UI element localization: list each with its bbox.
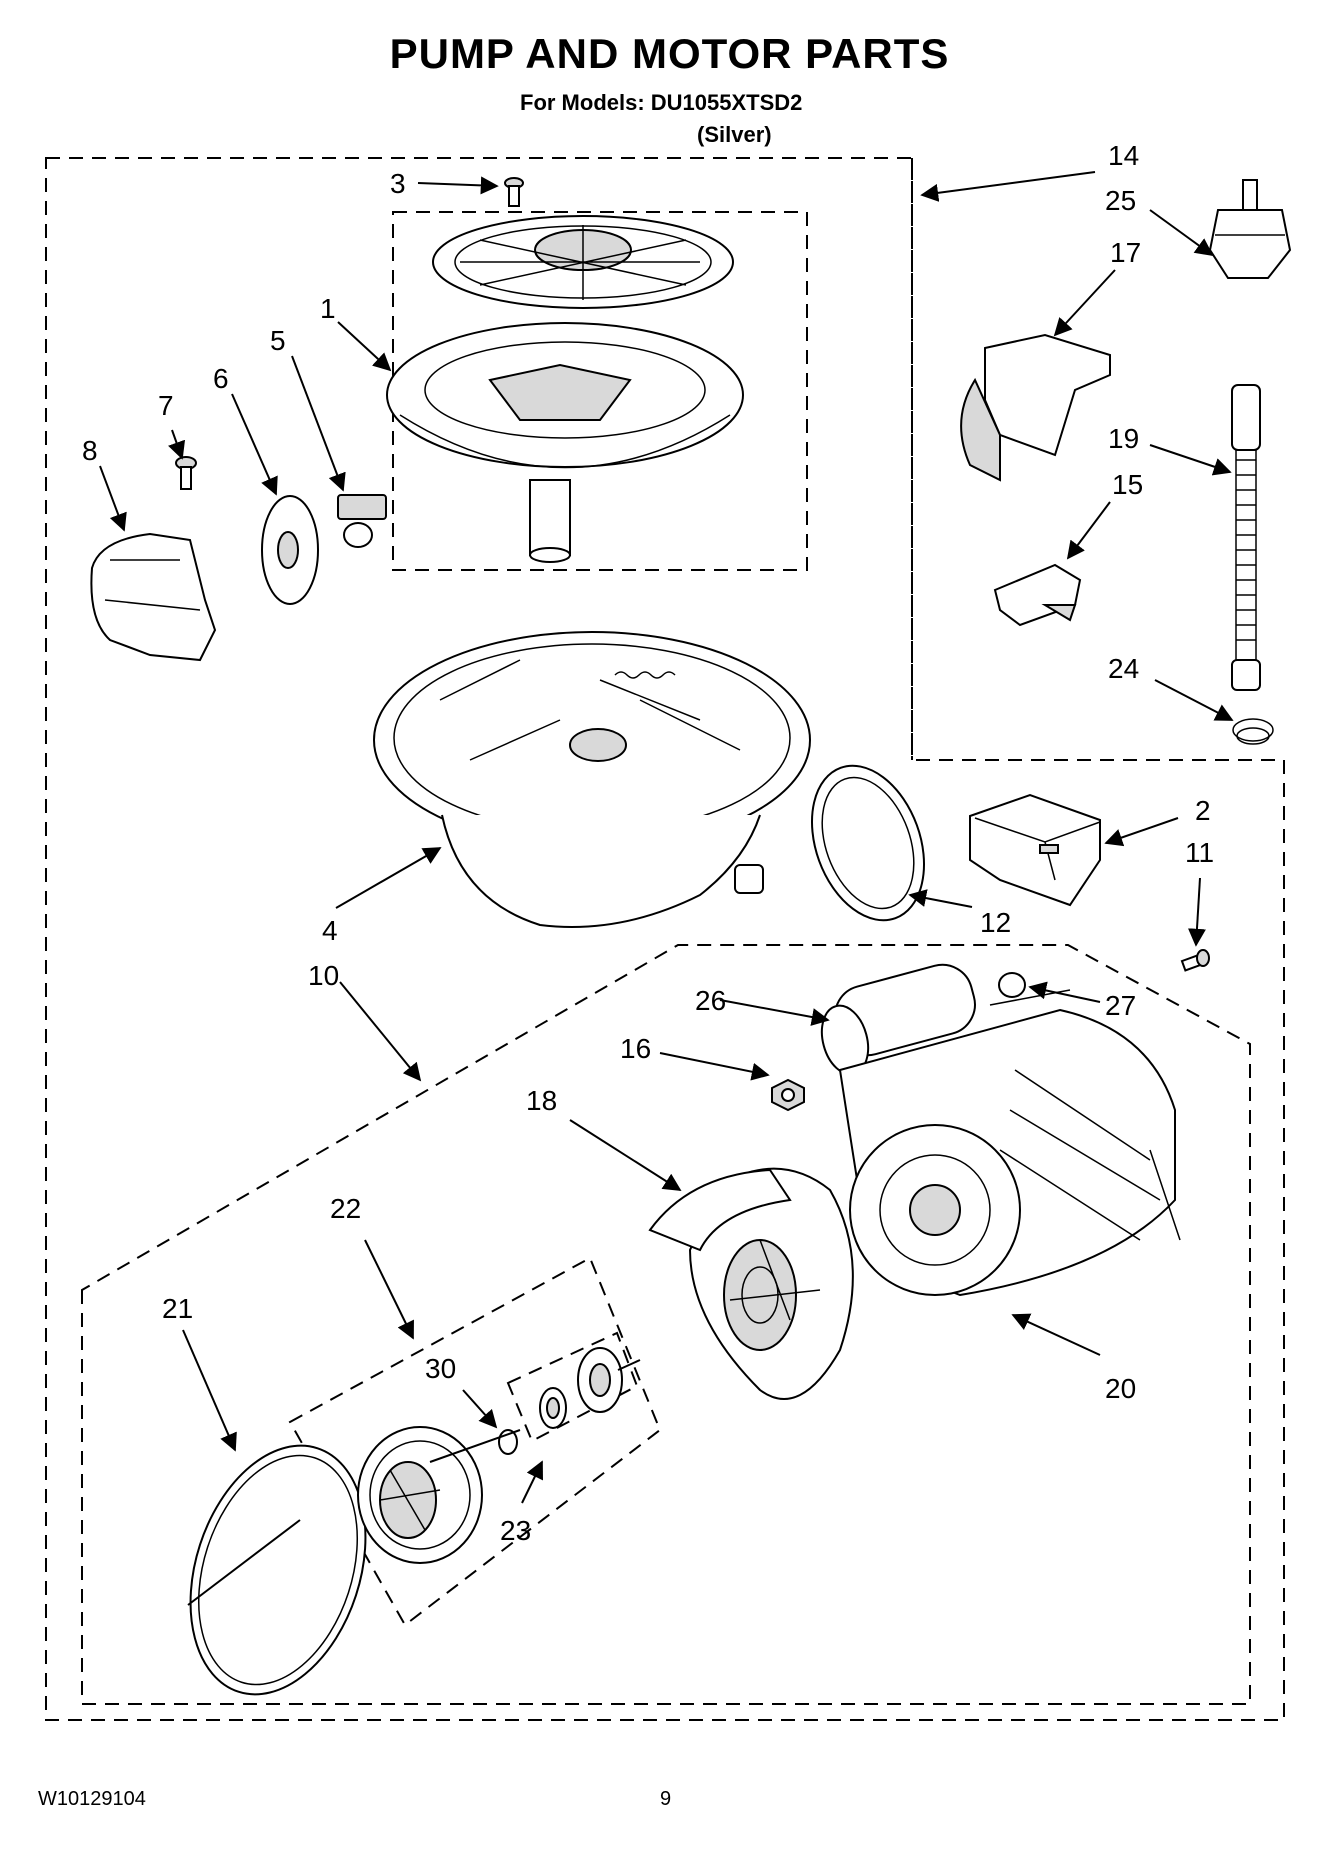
impeller-22-drawing bbox=[357, 1426, 483, 1564]
spray-arm-assembly-drawing bbox=[386, 215, 744, 563]
callout-1: 1 bbox=[320, 293, 336, 324]
callout-12: 12 bbox=[980, 907, 1011, 938]
page-title: PUMP AND MOTOR PARTS bbox=[389, 30, 950, 77]
seal-group-22-boundary bbox=[288, 1256, 662, 1627]
ring-21-drawing bbox=[187, 1444, 367, 1696]
seal-23-drawing bbox=[429, 1347, 641, 1463]
color-line: (Silver) bbox=[697, 122, 772, 147]
callout-23: 23 bbox=[500, 1515, 531, 1546]
callout-6: 6 bbox=[213, 363, 229, 394]
screw-7-drawing bbox=[175, 456, 197, 490]
callout-2: 2 bbox=[1195, 795, 1211, 826]
pump-cover-18-drawing bbox=[648, 1167, 854, 1400]
hose-19-drawing bbox=[1231, 384, 1261, 691]
part-27-drawing bbox=[998, 972, 1026, 998]
motor-20-drawing bbox=[820, 963, 1181, 1297]
page-number: 9 bbox=[660, 1788, 672, 1810]
part-25-drawing bbox=[1208, 179, 1292, 279]
document-number: W10129104 bbox=[38, 1788, 146, 1810]
callout-4: 4 bbox=[322, 915, 338, 946]
callout-14: 14 bbox=[1108, 140, 1139, 171]
callout-5: 5 bbox=[270, 325, 286, 356]
callout-10: 10 bbox=[308, 960, 339, 991]
callout-7: 7 bbox=[158, 390, 174, 421]
callout-15: 15 bbox=[1112, 469, 1143, 500]
callout-27: 27 bbox=[1105, 990, 1136, 1021]
nut-16-drawing bbox=[771, 1078, 805, 1112]
callout-8: 8 bbox=[82, 435, 98, 466]
callout-17: 17 bbox=[1110, 237, 1141, 268]
part-6-drawing bbox=[261, 495, 319, 605]
callout-18: 18 bbox=[526, 1085, 557, 1116]
part-2-drawing bbox=[969, 793, 1101, 907]
part-15-drawing bbox=[993, 563, 1082, 627]
leader-lines bbox=[99, 171, 1234, 1504]
clamp-24-drawing bbox=[1232, 718, 1274, 745]
part-17-drawing bbox=[960, 333, 1111, 482]
callout-19: 19 bbox=[1108, 423, 1139, 454]
callout-26: 26 bbox=[695, 985, 726, 1016]
sump-4-drawing bbox=[373, 631, 811, 928]
callout-16: 16 bbox=[620, 1033, 651, 1064]
callout-11: 11 bbox=[1185, 837, 1214, 868]
callout-20: 20 bbox=[1105, 1373, 1136, 1404]
callout-24: 24 bbox=[1108, 653, 1139, 684]
models-line: For Models: DU1055XTSD2 bbox=[520, 90, 803, 115]
motor-group-10-boundary bbox=[81, 944, 1251, 1705]
callout-21: 21 bbox=[162, 1293, 193, 1324]
callout-3: 3 bbox=[390, 168, 406, 199]
outer-assembly-boundary bbox=[45, 157, 1285, 1721]
part-8-drawing bbox=[90, 532, 217, 662]
callout-22: 22 bbox=[330, 1193, 361, 1224]
part-5-drawing bbox=[337, 494, 387, 548]
seal-group-23-boundary bbox=[506, 1331, 639, 1443]
screw-3-drawing bbox=[504, 177, 524, 207]
callout-30: 30 bbox=[425, 1353, 456, 1384]
callout-25: 25 bbox=[1105, 185, 1136, 216]
screw-11-drawing bbox=[1180, 949, 1210, 972]
gasket-12-drawing bbox=[810, 764, 926, 922]
